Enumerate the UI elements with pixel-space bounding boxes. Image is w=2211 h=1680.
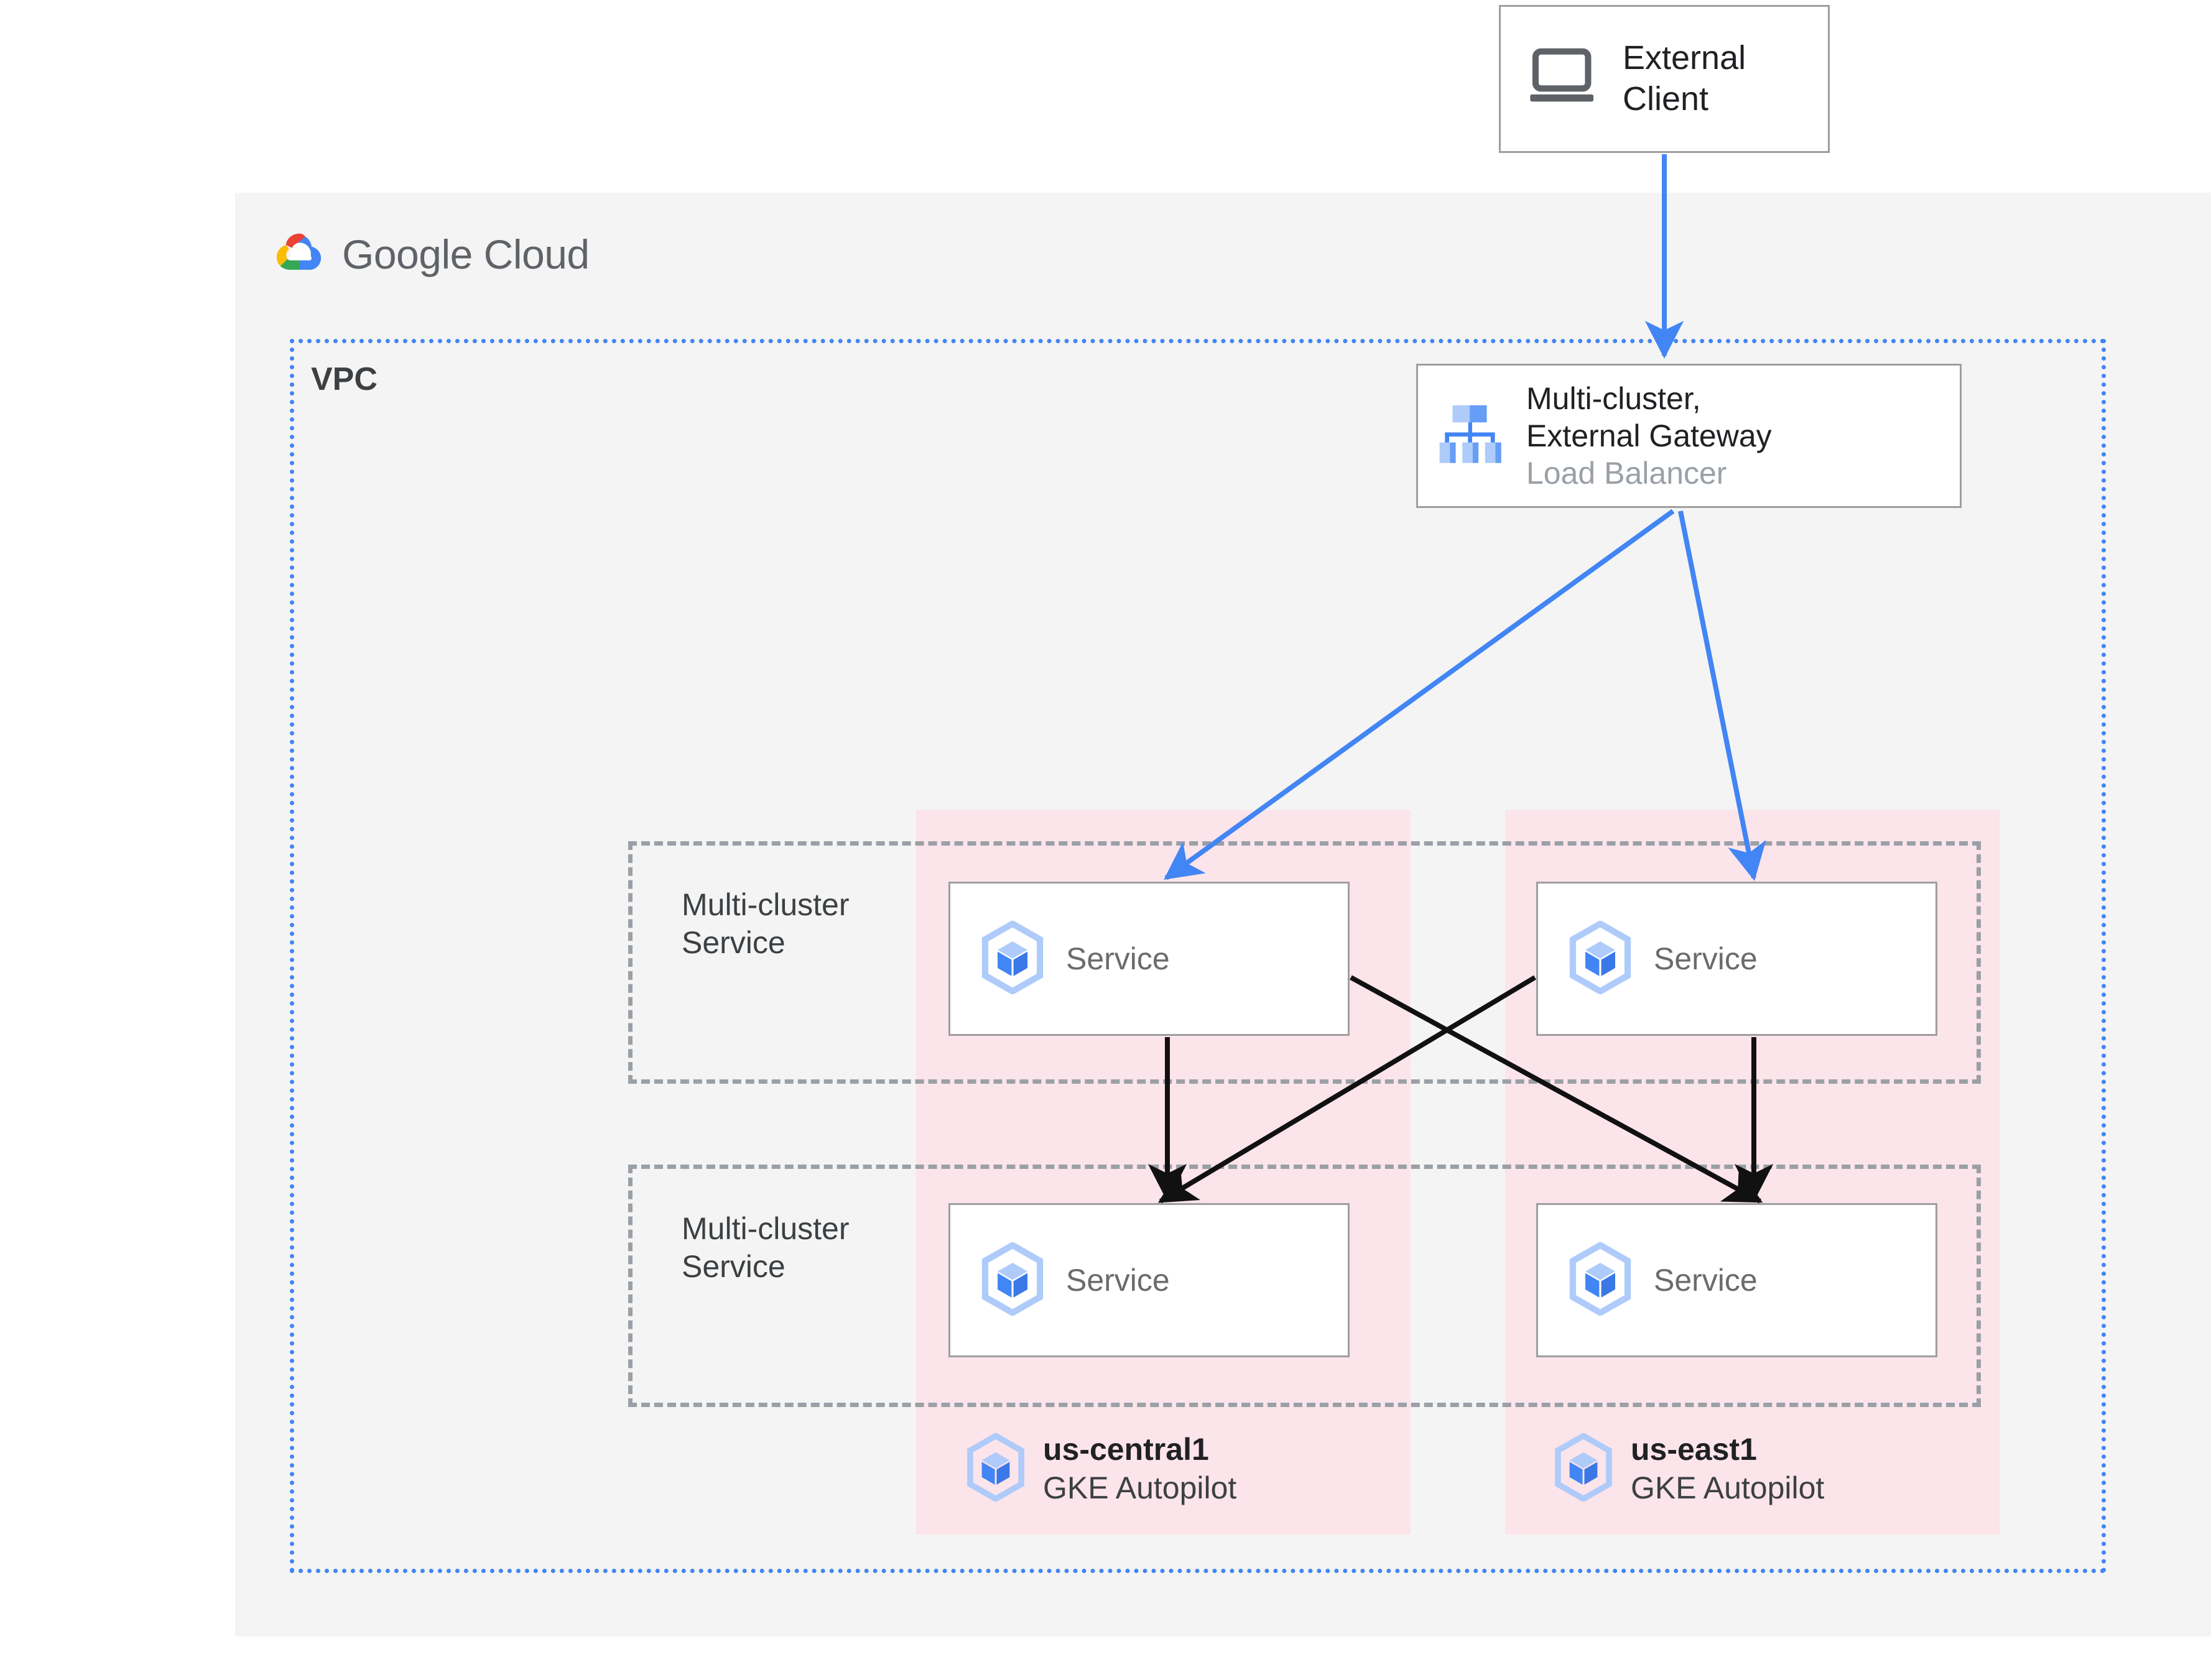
service-label: Service (1654, 941, 1758, 976)
multi-cluster-gateway-node[interactable]: Multi-cluster, External Gateway Load Bal… (1416, 364, 1962, 508)
gke-service-icon (980, 920, 1045, 997)
service-node-us-central1-tier2[interactable]: Service (948, 1203, 1350, 1357)
cluster-type: GKE Autopilot (1043, 1470, 1237, 1505)
service-label: Service (1066, 1263, 1170, 1298)
vpc-boundary (290, 339, 2106, 1573)
gke-cluster-icon (966, 1432, 1026, 1505)
service-label: Service (1066, 941, 1170, 976)
external-client-node[interactable]: External Client (1499, 5, 1830, 153)
cluster-type: GKE Autopilot (1631, 1470, 1825, 1505)
cluster-name: us-central1 (1043, 1432, 1209, 1467)
vpc-label: VPC (311, 361, 378, 397)
cluster-footer-us-east1: us-east1 GKE Autopilot (1554, 1430, 1824, 1507)
gateway-subtitle: Load Balancer (1526, 455, 1727, 491)
cluster-name: us-east1 (1631, 1432, 1757, 1467)
external-client-label: External Client (1623, 39, 1746, 118)
multi-cluster-service-label-1: Multi-cluster Service (682, 887, 850, 960)
google-cloud-mark-icon (274, 230, 326, 278)
gke-service-icon (1568, 920, 1633, 997)
service-label: Service (1654, 1263, 1758, 1298)
google-cloud-wordmark: Google Cloud (342, 231, 590, 277)
service-node-us-east1-tier1[interactable]: Service (1536, 882, 1937, 1036)
laptop-icon (1528, 48, 1601, 111)
gke-service-icon (1568, 1241, 1633, 1319)
service-node-us-central1-tier1[interactable]: Service (948, 882, 1350, 1036)
gateway-title: Multi-cluster, External Gateway (1526, 381, 1772, 453)
multi-cluster-service-label-2: Multi-cluster Service (682, 1211, 850, 1284)
cluster-footer-us-central1: us-central1 GKE Autopilot (966, 1430, 1236, 1507)
google-cloud-logo: Google Cloud (274, 230, 590, 278)
service-node-us-east1-tier2[interactable]: Service (1536, 1203, 1937, 1357)
gke-cluster-icon (1554, 1432, 1613, 1505)
load-balancer-icon (1434, 398, 1508, 474)
gke-service-icon (980, 1241, 1045, 1319)
